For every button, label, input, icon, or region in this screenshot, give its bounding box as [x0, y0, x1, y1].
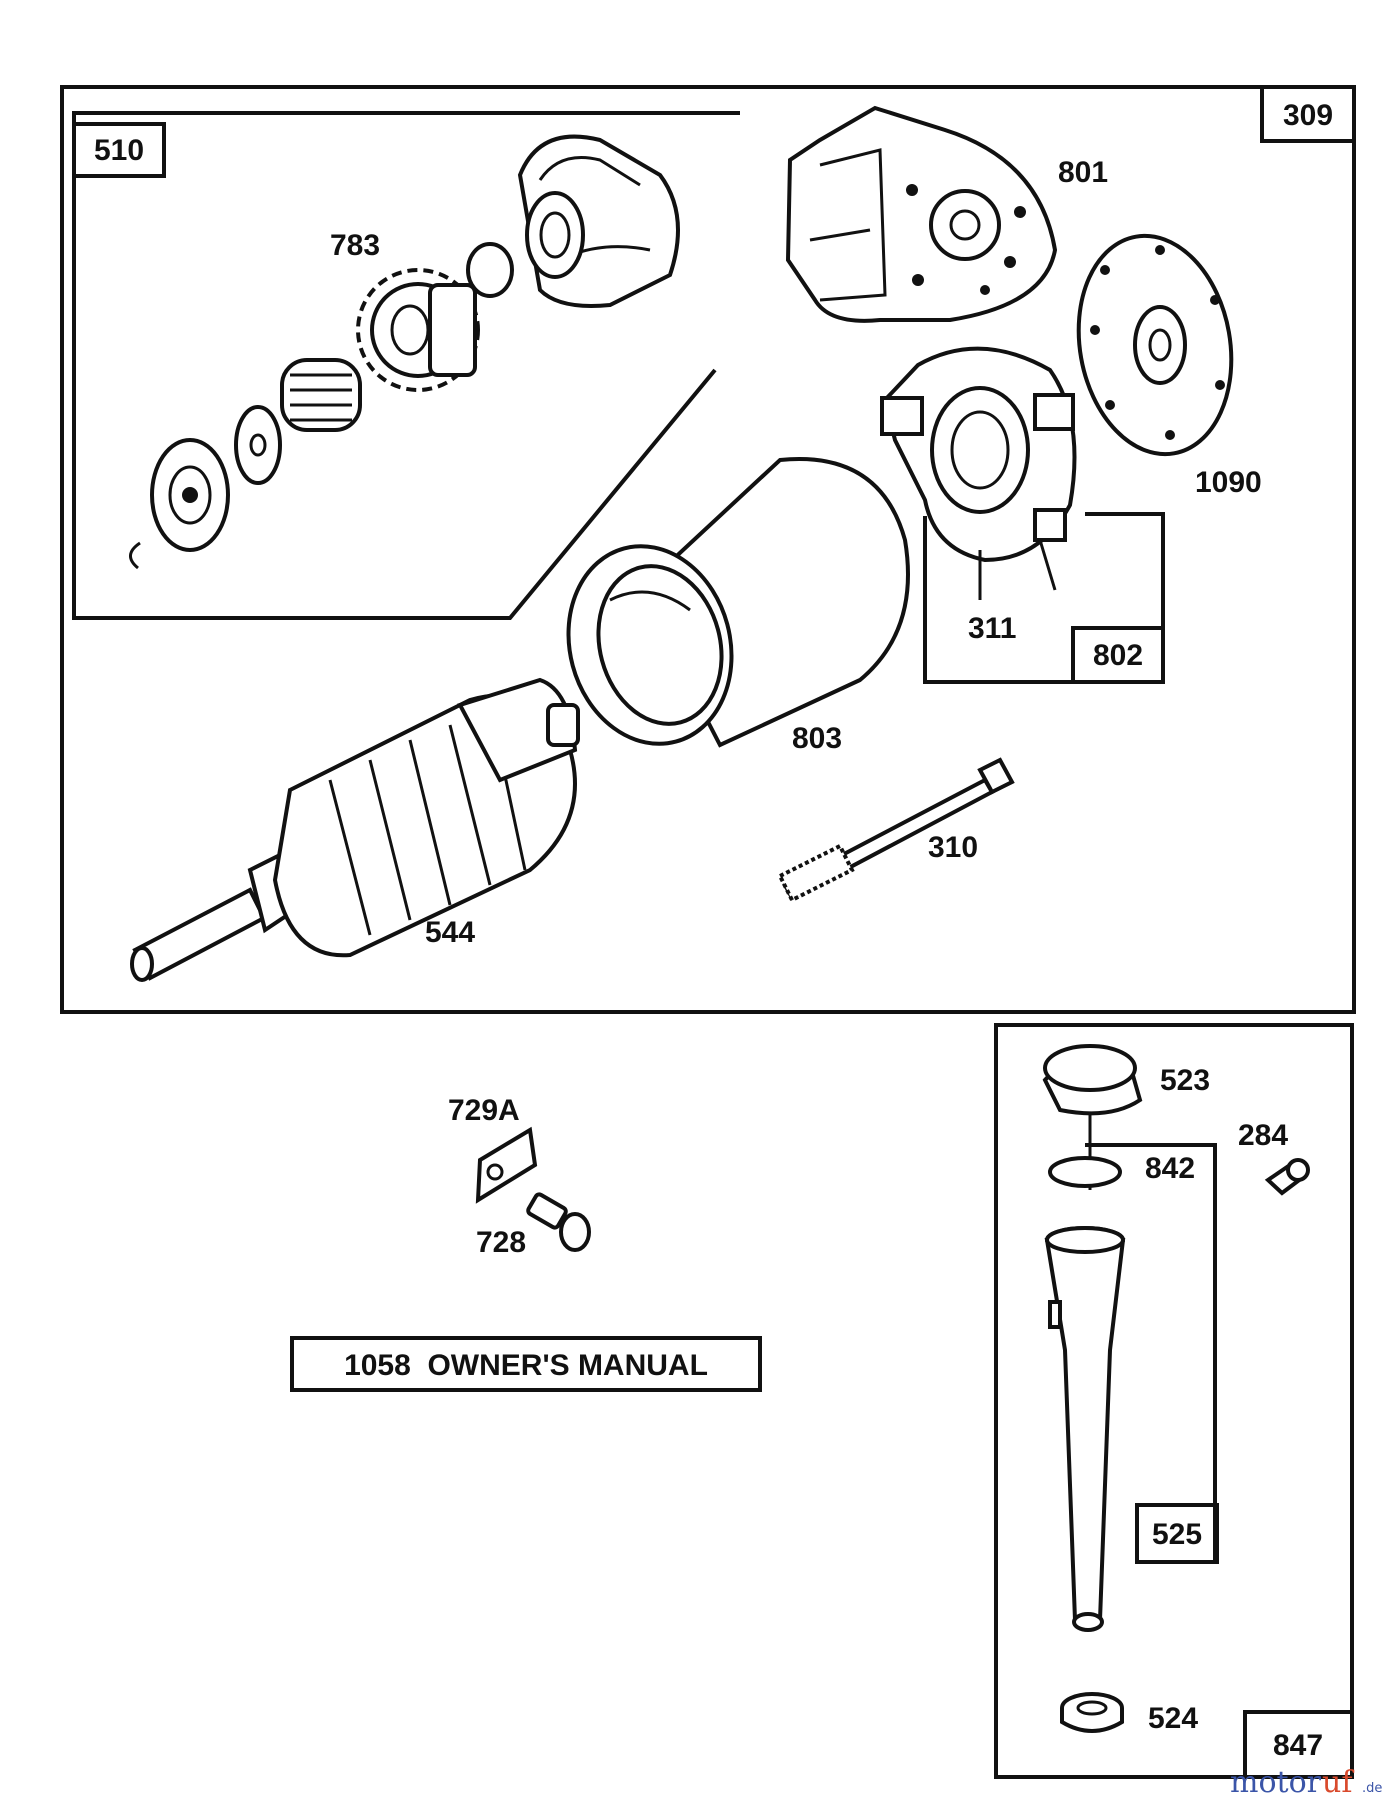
drive-subgroup-label-box [72, 122, 166, 178]
drive-subgroup-frame [72, 111, 740, 620]
part-label-803: 803 [792, 722, 842, 755]
drive-spring [280, 358, 362, 432]
dipstick-tube-label: 525 [1152, 1518, 1202, 1551]
owners-manual-box [290, 1336, 762, 1392]
part-label-544: 544 [425, 916, 475, 949]
dipstick-cap [1042, 1044, 1143, 1190]
main-group-label: 309 [1283, 99, 1333, 132]
o-ring [1048, 1156, 1122, 1188]
end-gasket [1076, 233, 1234, 457]
svg-text:motor: motor [1230, 1765, 1322, 1800]
owners-manual-label: 1058 OWNER'S MANUAL [344, 1349, 708, 1382]
watermark: motor uf .de [1230, 1765, 1382, 1800]
dipstick-group-label: 847 [1273, 1729, 1323, 1762]
part-label-310: 310 [928, 831, 978, 864]
svg-text:uf: uf [1322, 1765, 1354, 1800]
part-label-284: 284 [1238, 1119, 1288, 1152]
breather-284 [1264, 1158, 1310, 1196]
tube-seal [1060, 1692, 1124, 1733]
part-label-783: 783 [330, 229, 380, 262]
retaining-ring [129, 541, 141, 570]
dipstick-group-frame [994, 1023, 1354, 1779]
drive-subgroup-label: 510 [94, 134, 144, 167]
brush-subgroup-label-box [1071, 626, 1165, 684]
end-cap [785, 105, 1058, 323]
main-group-label-box [1260, 85, 1356, 143]
part-label-801: 801 [1058, 156, 1108, 189]
part-label-524: 524 [1148, 1702, 1198, 1735]
dipstick-group-label-box [1243, 1710, 1354, 1779]
dipstick-tube-label-box [1135, 1503, 1219, 1564]
armature [130, 677, 580, 982]
part-label-311: 311 [968, 612, 1016, 645]
part-label-728: 728 [476, 1226, 526, 1259]
main-group-frame [60, 85, 1356, 1014]
pinion-gear [356, 268, 480, 392]
svg-text:.de: .de [1362, 1781, 1382, 1796]
clip-729a [475, 1126, 538, 1204]
part-label-1090: 1090 [1195, 466, 1262, 499]
brush-holder [880, 346, 1077, 591]
motor-housing [566, 457, 910, 748]
part-label-523: 523 [1160, 1064, 1210, 1097]
brush-subgroup-label: 802 [1093, 639, 1143, 672]
dipstick-tube [1044, 1226, 1126, 1632]
part-label-729a: 729A [448, 1094, 520, 1127]
drive-housing [466, 134, 680, 308]
screw-728 [526, 1192, 591, 1252]
part-label-842: 842 [1145, 1152, 1195, 1185]
through-bolt [777, 757, 1015, 903]
drive-washer [234, 405, 282, 485]
stop-collar [150, 438, 230, 552]
